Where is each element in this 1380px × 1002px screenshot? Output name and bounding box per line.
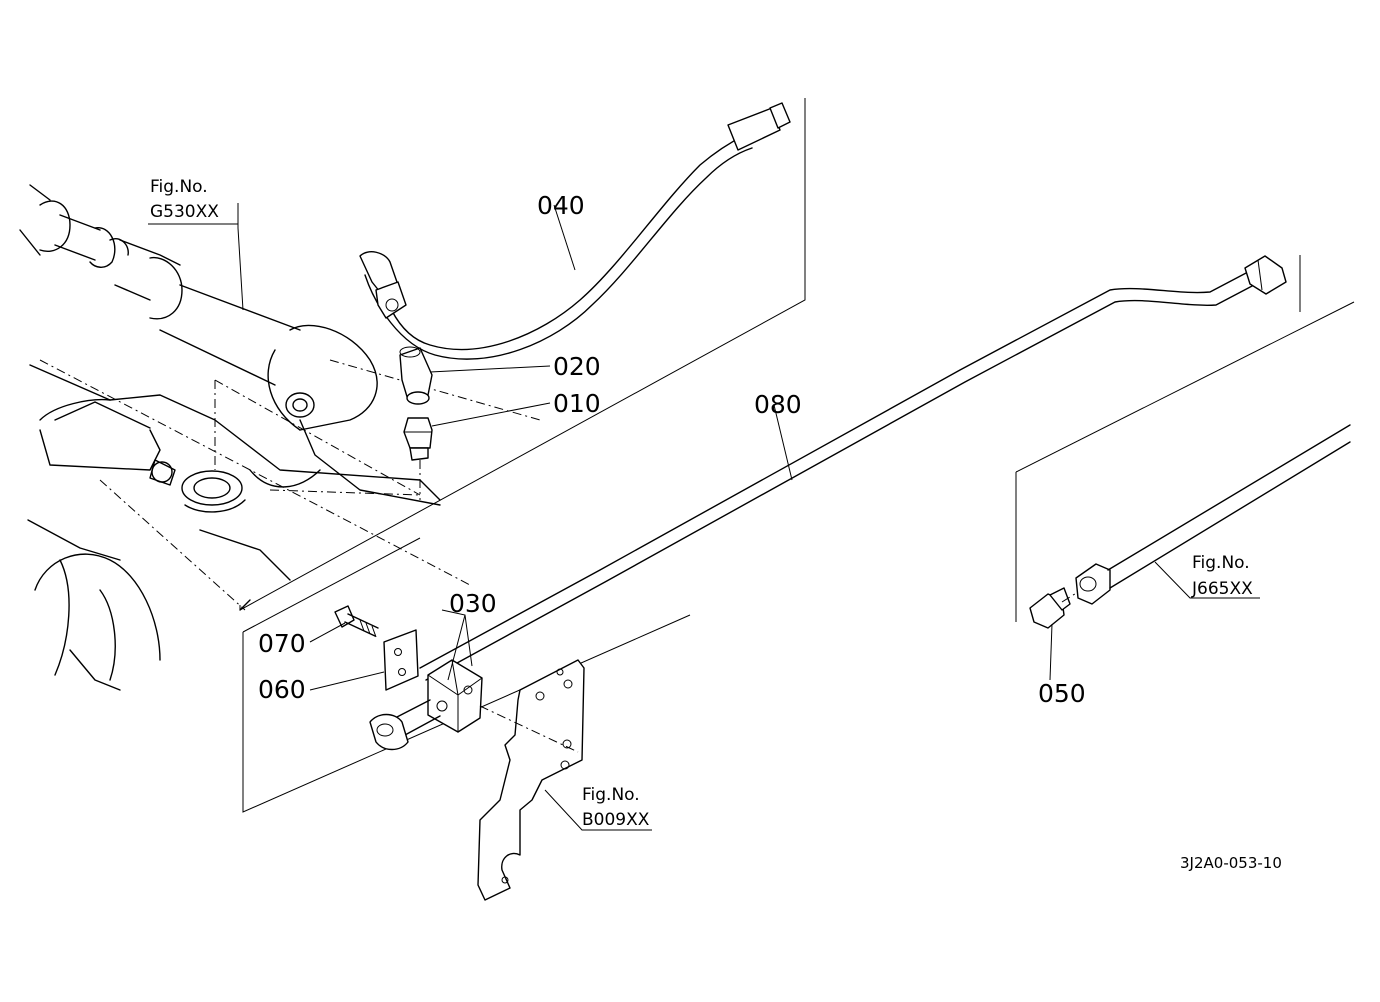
- figure-ref-g530: Fig.No. G530XX: [148, 177, 238, 225]
- label-060: 060: [258, 675, 306, 704]
- part-number-labels: 040 020 010 080 030 070 060 050: [258, 191, 1086, 708]
- leader-lines: [237, 203, 1260, 831]
- label-080: 080: [754, 390, 802, 419]
- fig-ref-b009-number: B009XX: [582, 810, 650, 830]
- hose-040: [359, 102, 791, 360]
- elbow-020: [399, 346, 433, 405]
- label-050: 050: [1038, 679, 1086, 708]
- fitting-050: [1029, 424, 1351, 629]
- bolt-070: [334, 605, 379, 638]
- label-010: 010: [553, 389, 601, 418]
- clamp-030: [369, 659, 483, 751]
- fig-ref-j665-caption: Fig.No.: [1192, 553, 1250, 573]
- drawing-id: 3J2A0-053-10: [1180, 854, 1282, 872]
- frame-upper: [239, 98, 806, 611]
- fig-ref-b009-caption: Fig.No.: [582, 785, 640, 805]
- pipe-080: [419, 255, 1287, 681]
- fig-ref-j665-number: J665XX: [1191, 579, 1253, 599]
- adapter-010: [403, 417, 433, 461]
- bracket-b009: [477, 659, 585, 901]
- housing-centerlines: [39, 359, 541, 611]
- label-040: 040: [537, 191, 585, 220]
- frame-right: [1015, 255, 1355, 622]
- label-030: 030: [449, 589, 497, 618]
- plate-060: [383, 629, 419, 691]
- figure-ref-j665: Fig.No. J665XX: [1191, 553, 1253, 599]
- fig-ref-g530-caption: Fig.No.: [150, 177, 208, 197]
- fig-ref-g530-number: G530XX: [150, 202, 219, 222]
- label-070: 070: [258, 629, 306, 658]
- label-020: 020: [553, 352, 601, 381]
- figure-ref-b009: Fig.No. B009XX: [582, 785, 650, 830]
